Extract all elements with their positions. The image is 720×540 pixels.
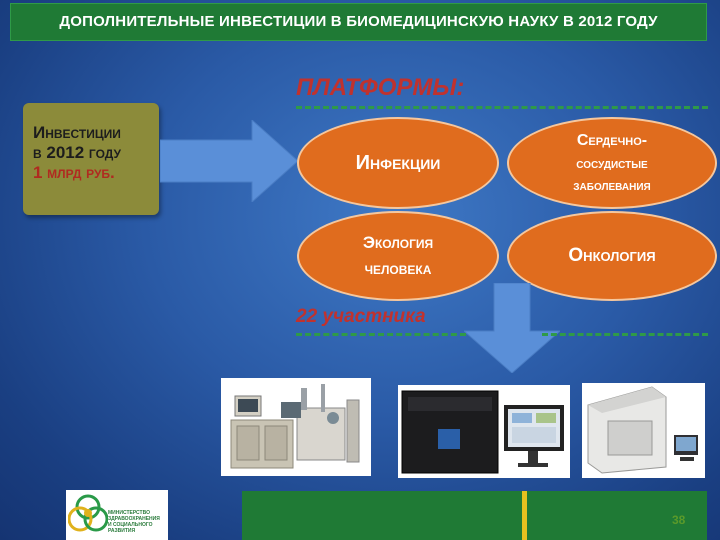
platform-infections: Инфекции [297,117,499,209]
ministry-emblem-icon [68,494,108,532]
platform-ecology-line2: человека [364,259,432,278]
investment-amount: 1 млрд руб. [33,163,115,182]
lab-equipment-photo-3 [582,383,705,478]
platform-infections-label: Инфекции [355,151,441,174]
participants-count: 22 участника [296,306,426,327]
platform-ecology-line1: Экология [362,233,434,252]
platform-oncology: Онкология [507,211,717,301]
platform-cardiovascular: Сердечно- сосудистые заболевания [507,117,717,209]
dashed-divider-bottom-left [296,333,466,336]
investment-label: Инвестиции [33,123,121,142]
investment-year: в 2012 году [33,143,121,162]
footer-accent [522,491,527,540]
right-arrow-icon [160,120,299,202]
dashed-divider-bottom-right [542,333,708,336]
lab-equipment-photo-2 [398,385,570,478]
footer-bar [242,491,707,540]
investment-box: Инвестиции в 2012 году 1 млрд руб. [23,103,159,215]
ministry-name: МИНИСТЕРСТВО ЗДРАВООХРАНЕНИЯ И СОЦИАЛЬНО… [108,510,160,534]
lab-equipment-photo-1 [221,378,371,476]
platform-oncology-label: Онкология [568,245,656,266]
platform-cardio-line3: заболевания [573,177,651,193]
platforms-heading: ПЛАТФОРМЫ: [296,74,465,101]
ministry-logo: МИНИСТЕРСТВО ЗДРАВООХРАНЕНИЯ И СОЦИАЛЬНО… [66,490,168,540]
platform-ecology: Экология человека [297,211,499,301]
platform-cardio-line2: сосудистые [576,155,648,171]
down-arrow-icon [464,283,560,373]
page-number: 38 [672,513,686,527]
platform-cardio-line1: Сердечно- [576,132,648,149]
slide-title: ДОПОЛНИТЕЛЬНЫЕ ИНВЕСТИЦИИ В БИОМЕДИЦИНСК… [10,3,707,41]
dashed-divider-top [296,106,708,109]
